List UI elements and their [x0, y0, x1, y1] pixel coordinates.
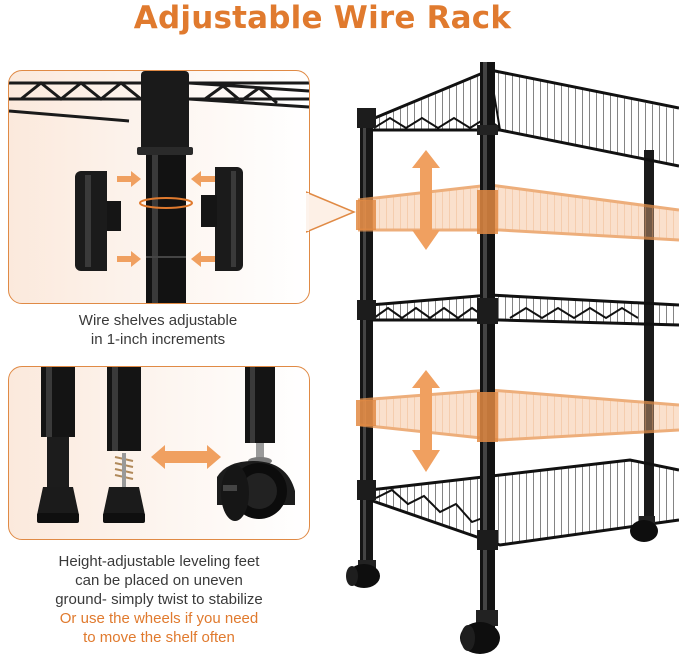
- caption-line: can be placed on uneven: [75, 572, 243, 589]
- leveling-foot-extended: [37, 367, 79, 523]
- feet-wheel-detail-panel: [8, 366, 310, 540]
- double-arrow-horizontal-icon: [151, 445, 221, 469]
- caption-line: Height-adjustable leveling feet: [58, 553, 260, 570]
- arrow-right-icon: [117, 171, 141, 267]
- wire-shelf-top: [369, 68, 679, 168]
- panel-pointer: [305, 190, 356, 239]
- arrow-left-icon: [191, 171, 215, 267]
- rear-right-post: [644, 150, 654, 530]
- wire-shelf-middle: [369, 293, 679, 327]
- caster-wheel-rear: [630, 516, 658, 542]
- adjustable-shelf-ghost-upper: [357, 183, 679, 242]
- right-clip-sleeve: [201, 167, 243, 271]
- caption-line: in 1-inch increments: [90, 331, 226, 348]
- rear-left-post: [360, 110, 373, 585]
- caption-line: Wire shelves adjustable: [78, 312, 238, 329]
- feet-wheel-illustration: [37, 367, 295, 523]
- caption-line-orange: to move the shelf often: [83, 629, 235, 646]
- caption-line: ground- simply twist to stabilize: [55, 591, 263, 608]
- shelf-clip-detail-panel: [8, 70, 310, 304]
- shelf-adjust-caption: Wire shelves adjustable in 1-inch increm…: [8, 311, 308, 349]
- left-clip-sleeve: [75, 171, 121, 271]
- post-top: [141, 71, 189, 151]
- adjustable-shelf-ghost-lower: [359, 388, 679, 442]
- caster-wheel-front: [460, 610, 500, 654]
- shelf-clip-illustration: [9, 71, 309, 303]
- caster-wheel-left: [346, 560, 380, 588]
- caster-wheel: [217, 367, 295, 521]
- feet-wheel-caption: Height-adjustable leveling feet can be p…: [0, 552, 318, 647]
- wire-rack-illustration: [330, 50, 679, 666]
- caption-line-orange: Or use the wheels if you need: [59, 610, 259, 627]
- page-title: Adjustable Wire Rack: [133, 0, 512, 36]
- wire-shelf-bottom: [369, 458, 679, 547]
- leveling-foot-spring: [103, 367, 145, 523]
- double-arrow-vertical-icon: [412, 150, 440, 472]
